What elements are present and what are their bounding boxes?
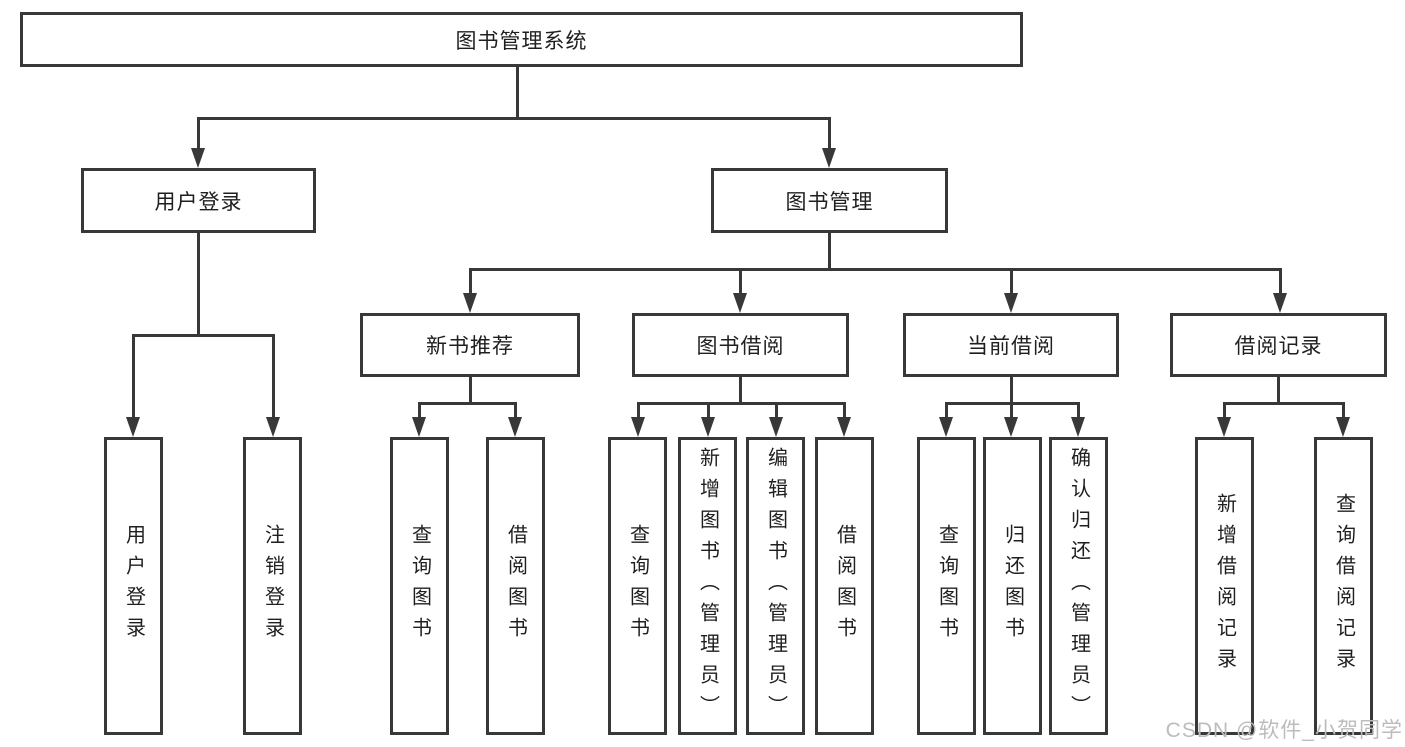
- connector-current-drop-2: [1010, 402, 1013, 419]
- connector-root-bar: [197, 117, 830, 120]
- connector-userlogin-stem: [197, 233, 200, 336]
- connector-bookmgmt-stem: [828, 233, 831, 270]
- connector-recommend-bar: [418, 402, 516, 405]
- leaf-query-books-recommend-label: 查询图书: [408, 524, 431, 648]
- leaf-query-books-current-label: 查询图书: [935, 524, 958, 648]
- leaf-query-books-borrow: 查询图书: [608, 437, 667, 735]
- arrow-down-icon: [412, 417, 426, 437]
- arrow-down-icon: [191, 148, 205, 168]
- leaf-return-books-label: 归还图书: [1001, 524, 1024, 648]
- connector-records-drop-1: [1223, 402, 1226, 419]
- arrow-down-icon: [733, 293, 747, 313]
- connector-current-stem: [1010, 377, 1013, 404]
- leaf-query-borrow-record: 查询借阅记录: [1314, 437, 1373, 735]
- leaf-logout-label: 注销登录: [261, 524, 284, 648]
- arrow-down-icon: [126, 417, 140, 437]
- arrow-down-icon: [266, 417, 280, 437]
- arrow-down-icon: [631, 417, 645, 437]
- leaf-confirm-return-admin-label: 确认归还（管理员）: [1067, 446, 1090, 726]
- leaf-edit-books-admin: 编辑图书（管理员）: [746, 437, 805, 735]
- leaf-borrow-books-recommend: 借阅图书: [486, 437, 545, 735]
- arrow-down-icon: [1004, 293, 1018, 313]
- node-book-management-label: 图书管理: [785, 190, 874, 214]
- leaf-add-books-admin: 新增图书（管理员）: [678, 437, 737, 735]
- node-library-system-label: 图书管理系统: [455, 29, 588, 53]
- arrow-down-icon: [1273, 293, 1287, 313]
- leaf-query-books-borrow-label: 查询图书: [626, 524, 649, 648]
- node-user-login: 用户登录: [81, 168, 316, 233]
- connector-borrowing-bar: [637, 402, 845, 405]
- node-new-book-recommendation: 新书推荐: [360, 313, 580, 377]
- connector-borrowing-drop-4: [843, 402, 846, 419]
- arrow-down-icon: [1336, 417, 1350, 437]
- connector-borrowing-stem: [739, 377, 742, 404]
- leaf-logout: 注销登录: [243, 437, 302, 735]
- connector-borrowing-drop-1: [637, 402, 640, 419]
- node-new-book-recommendation-label: 新书推荐: [426, 335, 514, 358]
- arrow-down-icon: [822, 148, 836, 168]
- connector-records-bar: [1223, 402, 1344, 405]
- leaf-borrow-books: 借阅图书: [815, 437, 874, 735]
- leaf-confirm-return-admin: 确认归还（管理员）: [1049, 437, 1108, 735]
- csdn-watermark: CSDN @软件_小贺同学: [1165, 719, 1403, 742]
- leaf-return-books: 归还图书: [983, 437, 1042, 735]
- arrow-down-icon: [701, 417, 715, 437]
- connector-bookmgmt-drop-1: [469, 268, 472, 295]
- node-library-system: 图书管理系统: [20, 12, 1023, 67]
- leaf-borrow-books-label: 借阅图书: [833, 524, 856, 648]
- leaf-query-borrow-record-label: 查询借阅记录: [1332, 493, 1355, 679]
- connector-userlogin-drop-2: [272, 334, 275, 419]
- leaf-edit-books-admin-label: 编辑图书（管理员）: [764, 446, 787, 726]
- connector-bookmgmt-drop-4: [1279, 268, 1282, 295]
- arrow-down-icon: [1004, 417, 1018, 437]
- arrow-down-icon: [837, 417, 851, 437]
- node-current-borrowing-label: 当前借阅: [967, 335, 1055, 358]
- connector-bookmgmt-drop-2: [739, 268, 742, 295]
- connector-recommend-drop-2: [514, 402, 517, 419]
- connector-userlogin-drop-1: [132, 334, 135, 419]
- node-book-borrowing: 图书借阅: [632, 313, 849, 377]
- leaf-query-books-recommend: 查询图书: [390, 437, 449, 735]
- leaf-add-books-admin-label: 新增图书（管理员）: [696, 446, 719, 726]
- connector-borrowing-drop-2: [707, 402, 710, 419]
- node-book-borrowing-label: 图书借阅: [696, 335, 785, 358]
- connector-recommend-stem: [469, 377, 472, 404]
- connector-borrowing-drop-3: [775, 402, 778, 419]
- connector-userlogin-bar: [132, 334, 274, 337]
- connector-current-drop-1: [945, 402, 948, 419]
- node-current-borrowing: 当前借阅: [903, 313, 1119, 377]
- leaf-user-login-label: 用户登录: [122, 524, 145, 648]
- node-user-login-label: 用户登录: [154, 190, 243, 214]
- connector-bookmgmt-drop-3: [1010, 268, 1013, 295]
- connector-records-drop-2: [1342, 402, 1345, 419]
- arrow-down-icon: [939, 417, 953, 437]
- arrow-down-icon: [769, 417, 783, 437]
- node-borrowing-records-label: 借阅记录: [1234, 335, 1323, 358]
- connector-current-drop-3: [1077, 402, 1080, 419]
- connector-root-stem: [516, 67, 519, 120]
- node-book-management: 图书管理: [711, 168, 948, 233]
- connector-recommend-drop-1: [418, 402, 421, 419]
- arrow-down-icon: [508, 417, 522, 437]
- connector-root-drop-left: [197, 117, 200, 150]
- connector-root-drop-right: [828, 117, 831, 150]
- arrow-down-icon: [1217, 417, 1231, 437]
- arrow-down-icon: [1071, 417, 1085, 437]
- leaf-user-login: 用户登录: [104, 437, 163, 735]
- leaf-add-borrow-record: 新增借阅记录: [1195, 437, 1254, 735]
- leaf-query-books-current: 查询图书: [917, 437, 976, 735]
- arrow-down-icon: [463, 293, 477, 313]
- connector-bookmgmt-bar: [469, 268, 1281, 271]
- node-borrowing-records: 借阅记录: [1170, 313, 1387, 377]
- connector-records-stem: [1277, 377, 1280, 404]
- leaf-borrow-books-recommend-label: 借阅图书: [504, 524, 527, 648]
- leaf-add-borrow-record-label: 新增借阅记录: [1213, 493, 1236, 679]
